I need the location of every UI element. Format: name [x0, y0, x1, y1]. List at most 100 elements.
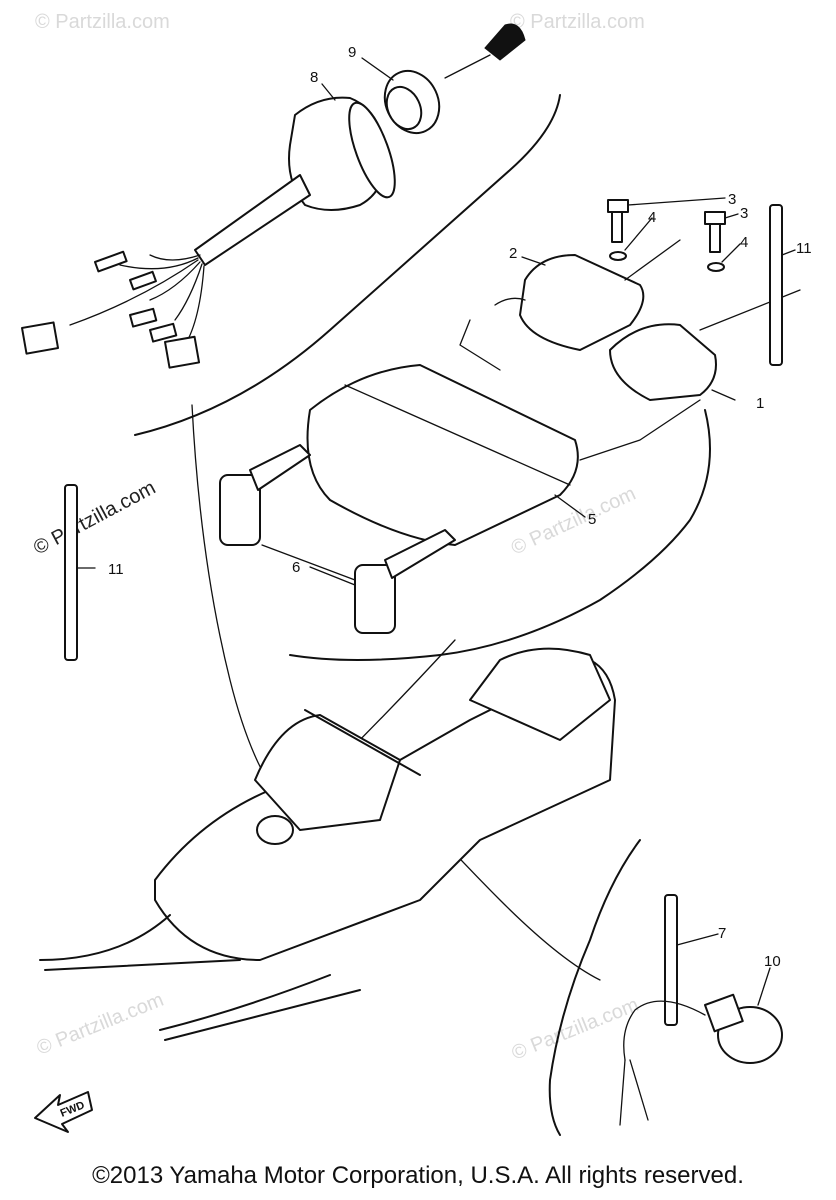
harness-sheath	[194, 174, 311, 266]
cover-cable-upper	[459, 319, 501, 371]
callout-3a: 3	[728, 191, 736, 208]
ignition-coil-1	[609, 289, 801, 401]
snowmobile-seat	[469, 647, 611, 741]
lower-group-boundary	[548, 839, 641, 1136]
callout-7: 7	[718, 925, 726, 942]
stop-switch-assembly	[619, 993, 783, 1126]
connector-d	[149, 322, 178, 343]
switch-10-wire	[623, 1000, 706, 1061]
callout-9: 9	[348, 44, 356, 61]
ski-left-tip	[39, 914, 171, 961]
coil-2-hv-wire	[624, 239, 681, 281]
leader-4a	[624, 217, 653, 251]
harness-wire-6	[184, 265, 205, 346]
headlight	[256, 815, 294, 845]
callout-8: 8	[310, 69, 318, 86]
key-blade	[444, 54, 491, 79]
coil-1-hv-wire	[699, 289, 801, 331]
callout-11-left: 11	[108, 561, 124, 578]
leader-3b	[724, 213, 739, 219]
watermark-dark: © Partzilla.com	[30, 477, 159, 560]
callout-2: 2	[509, 245, 517, 262]
callout-3b: 3	[740, 205, 748, 222]
ignition-coil-2	[494, 239, 681, 351]
plug-cap-upper	[219, 474, 261, 546]
switch-face	[348, 101, 396, 199]
washer-4b	[707, 262, 725, 272]
copyright-notice: ©2013 Yamaha Motor Corporation, U.S.A. A…	[92, 1162, 744, 1189]
fwd-arrow: FWD	[34, 1091, 93, 1133]
handlebar	[304, 709, 421, 776]
bolt-3a-head	[607, 199, 629, 213]
washer-4a	[609, 251, 627, 261]
coil-2-body	[519, 254, 645, 351]
key-head	[484, 23, 526, 61]
plug-cap-lower-boot	[384, 529, 456, 579]
leader-10	[757, 967, 771, 1006]
snowmobile	[39, 647, 616, 1041]
harness-wire-4	[174, 263, 203, 321]
plug-cap-lower	[354, 564, 396, 634]
callout-5: 5	[588, 511, 596, 528]
cable-ties	[64, 204, 783, 1026]
switch-10-lead-b	[629, 1059, 649, 1121]
leader-1	[711, 389, 736, 401]
ski-left	[44, 959, 241, 971]
plug-connector-right	[164, 335, 201, 369]
watermark-top-right: © Partzilla.com	[510, 11, 645, 33]
bolt-3b-shank	[709, 223, 721, 253]
bezel-inner	[385, 85, 423, 131]
callout-4b: 4	[740, 234, 748, 251]
switch-bezel	[383, 69, 441, 135]
callout-10: 10	[764, 953, 781, 970]
connector-c	[129, 307, 158, 328]
connector-b	[129, 270, 157, 291]
plug-cap-link	[261, 544, 356, 581]
group-boundaries	[134, 94, 711, 1136]
leader-4b	[721, 243, 741, 263]
leader-6	[309, 566, 356, 586]
cover-body	[306, 364, 579, 546]
watermark-bottom-left: © Partzilla.com	[34, 989, 167, 1060]
main-switch-assembly	[21, 96, 396, 369]
harness-wire-1	[149, 254, 201, 261]
leader-9	[361, 57, 394, 81]
leader-11-right	[781, 249, 796, 256]
callout-6: 6	[292, 559, 300, 576]
plug-connector-left	[21, 321, 60, 355]
coil-2-lead	[494, 297, 526, 306]
plug-cap-upper-boot	[249, 444, 311, 491]
switch-10-housing	[704, 993, 744, 1033]
switch-10-lead-a	[619, 1059, 626, 1126]
leader-8	[321, 83, 336, 101]
leader-5	[554, 494, 586, 518]
callout-11-right: 11	[796, 240, 812, 257]
connector-a	[93, 250, 128, 273]
watermark-top-left: © Partzilla.com	[35, 11, 170, 33]
cover-cable-right	[579, 399, 701, 461]
watermark-bottom-right: © Partzilla.com	[509, 994, 642, 1065]
upper-group-boundary	[134, 94, 561, 436]
coil-1-body	[609, 323, 717, 401]
leader-harness-to-dash	[191, 404, 281, 801]
middle-group-boundary	[289, 409, 711, 661]
ignition-key	[444, 23, 526, 79]
fasteners	[607, 199, 726, 272]
harness-wire-2	[119, 257, 199, 270]
fwd-arrow-shape	[34, 1091, 93, 1133]
plug-caps	[219, 444, 456, 634]
harness-wire-3	[149, 261, 201, 301]
leader-3a	[627, 197, 726, 206]
cable-tie-7	[664, 894, 678, 1026]
cover-edge-line	[344, 384, 571, 486]
callout-leaders	[76, 57, 796, 1006]
leader-2	[521, 256, 546, 266]
cable-tie-right	[769, 204, 783, 366]
callouts: 8 9 2 1 3 4 3 4 5 6 11 11 7 10	[108, 44, 812, 970]
snowmobile-hood	[154, 659, 616, 961]
callout-4a: 4	[648, 209, 656, 226]
ski-right-tip	[159, 974, 331, 1031]
leader-7	[676, 933, 719, 946]
ski-right	[164, 989, 361, 1041]
